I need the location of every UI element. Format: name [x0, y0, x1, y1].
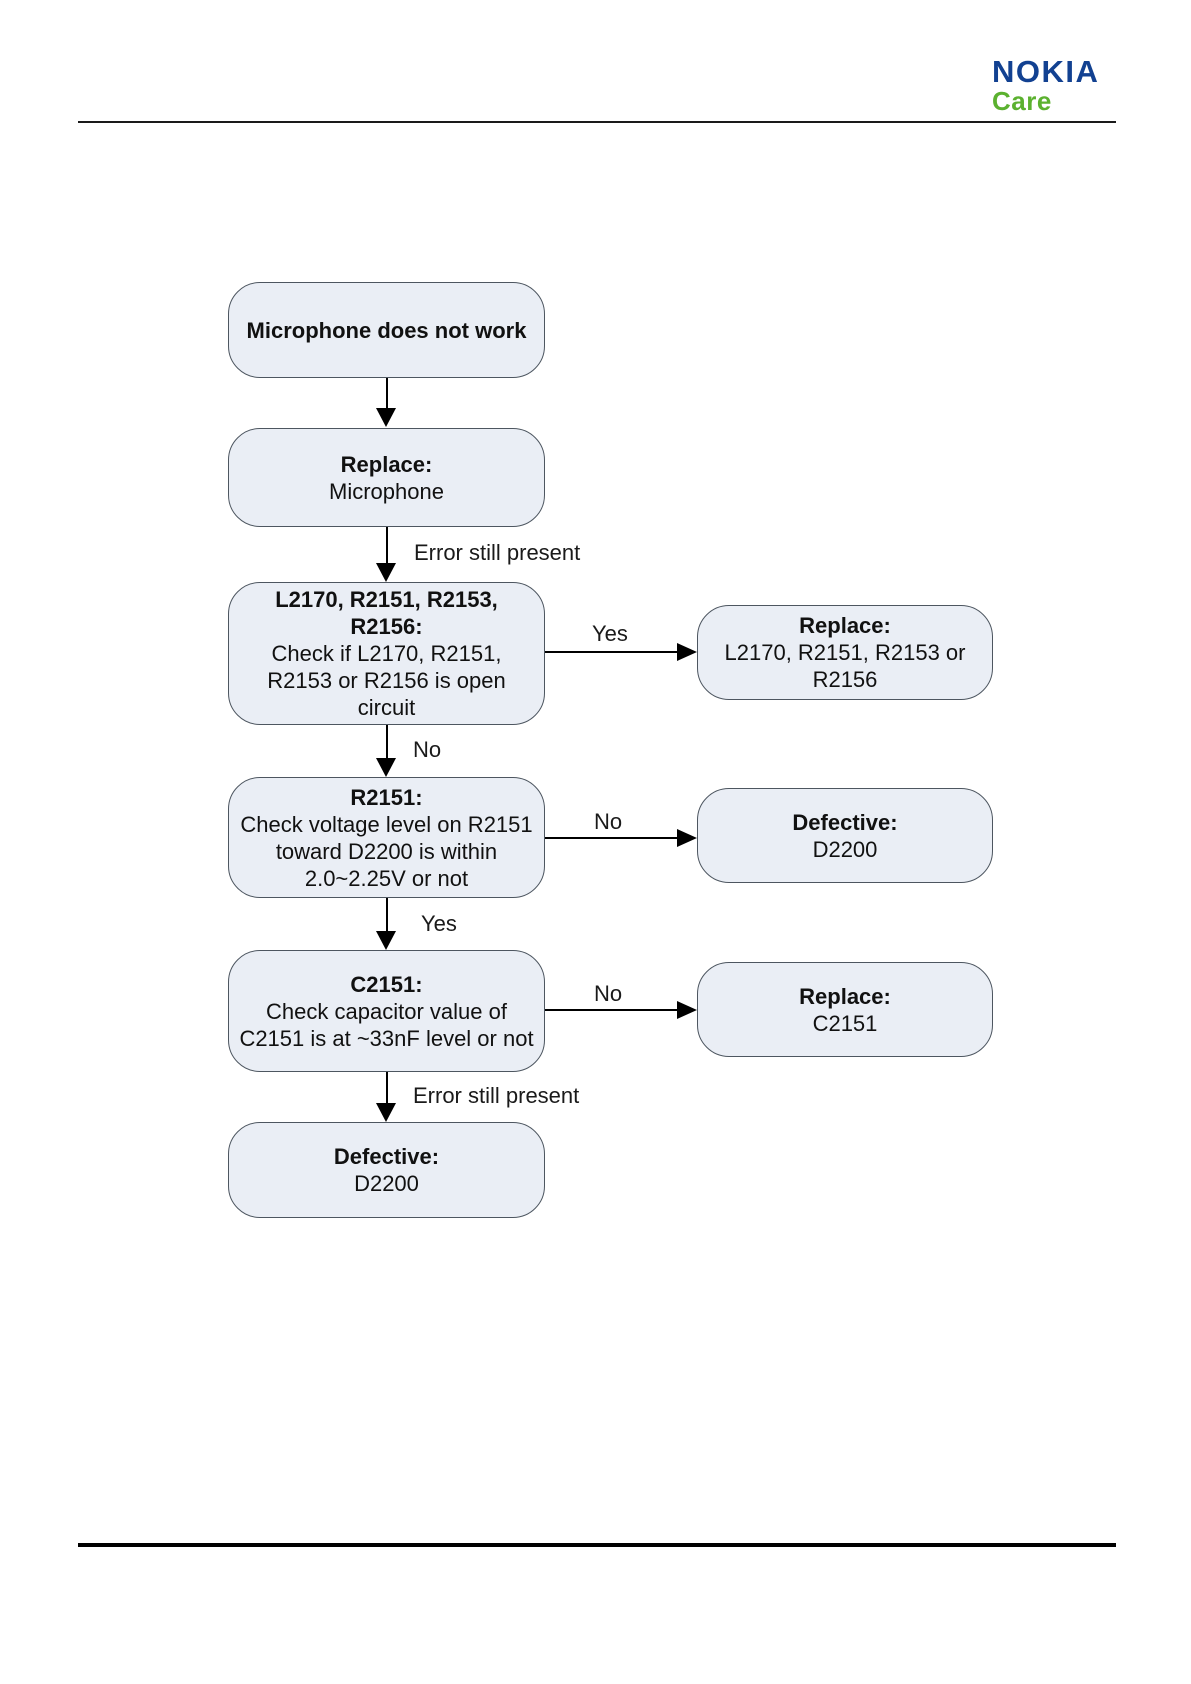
node-title: Replace:: [799, 983, 891, 1009]
flow-node-defective-d2200-final: Defective: D2200: [228, 1122, 545, 1218]
flow-node-replace-microphone: Replace: Microphone: [228, 428, 545, 527]
node-body: C2151: [812, 1010, 878, 1036]
arrow-line: [386, 725, 388, 760]
arrow-down-icon: [376, 408, 396, 427]
flow-node-check-c2151-capacitor: C2151: Check capacitor value of C2151 is…: [228, 950, 545, 1072]
node-body: D2200: [812, 836, 878, 862]
arrow-down-icon: [376, 758, 396, 777]
edge-label-error-still-present: Error still present: [414, 540, 581, 565]
footer-rule: [78, 1543, 1116, 1547]
node-title: Defective:: [792, 809, 898, 835]
edge-label-yes: Yes: [421, 911, 457, 936]
node-title: C2151:: [350, 971, 423, 997]
node-body: Microphone: [329, 478, 444, 504]
arrow-line: [386, 378, 388, 411]
node-body: Check if L2170, R2151, R2153 or R2156 is…: [267, 641, 506, 720]
edge-label-yes: Yes: [592, 621, 628, 646]
arrow-right-icon: [677, 1001, 697, 1019]
edge-label-error-still-present: Error still present: [413, 1083, 580, 1108]
node-title: L2170, R2151, R2153, R2156:: [275, 587, 498, 639]
arrow-line: [386, 898, 388, 933]
edge-label-no: No: [413, 737, 442, 762]
flow-node-start: Microphone does not work: [228, 282, 545, 378]
node-title: Defective:: [333, 1144, 440, 1169]
node-title: Microphone does not work: [246, 317, 527, 343]
node-body: D2200: [354, 1171, 419, 1196]
node-body: L2170, R2151, R2153 or R2156: [724, 640, 966, 692]
node-body: Check voltage level on R2151 toward D220…: [240, 811, 533, 891]
flow-node-check-r2151-voltage: R2151: Check voltage level on R2151 towa…: [228, 777, 545, 898]
flow-node-check-open-circuit: L2170, R2151, R2153, R2156: Check if L21…: [228, 582, 545, 725]
arrow-down-icon: [376, 563, 396, 582]
header-rule: [78, 121, 1116, 123]
arrow-line: [386, 1072, 388, 1105]
arrow-line: [545, 651, 678, 653]
flow-node-replace-components: Replace: L2170, R2151, R2153 or R2156: [697, 605, 993, 700]
flow-node-replace-c2151: Replace: C2151: [697, 962, 993, 1057]
arrow-right-icon: [677, 643, 697, 661]
node-title: Replace:: [340, 451, 433, 477]
arrow-line: [545, 837, 678, 839]
arrow-down-icon: [376, 1103, 396, 1122]
care-wordmark: Care: [992, 86, 1052, 116]
node-title: Replace:: [799, 613, 891, 638]
arrow-line: [545, 1009, 678, 1011]
arrow-line: [386, 527, 388, 565]
edge-label-no: No: [594, 809, 623, 834]
edge-label-no: No: [594, 981, 623, 1006]
arrow-right-icon: [677, 829, 697, 847]
nokia-care-logo: NOKIA Care: [992, 54, 1100, 116]
flow-node-defective-d2200: Defective: D2200: [697, 788, 993, 883]
node-title: R2151:: [350, 784, 423, 810]
arrow-down-icon: [376, 931, 396, 950]
nokia-wordmark: NOKIA: [992, 54, 1100, 89]
node-body: Check capacitor value of C2151 is at ~33…: [239, 998, 534, 1051]
